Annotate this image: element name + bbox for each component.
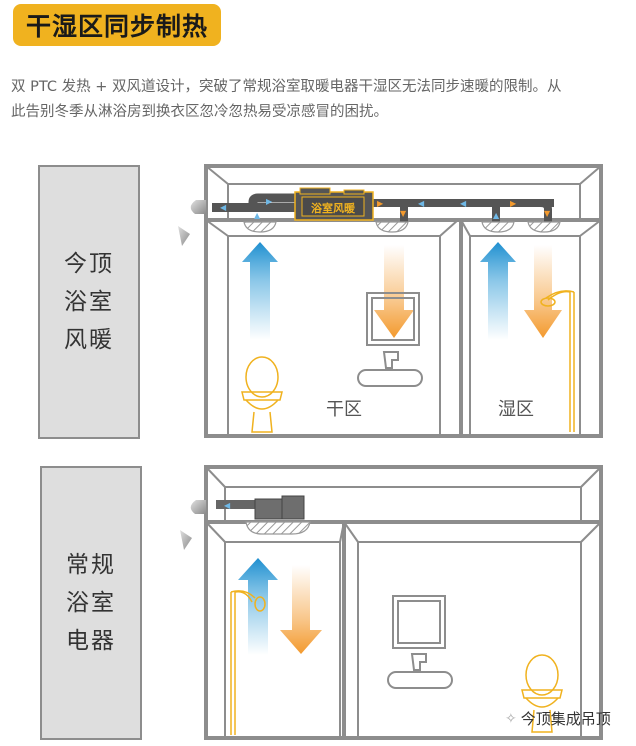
- cool-air-arrow: [242, 242, 516, 340]
- svg-text:▼: ▼: [400, 209, 407, 218]
- label-line: 今顶: [64, 251, 114, 277]
- label-jinding-heater: 今顶 浴室 风暖: [38, 165, 140, 439]
- svg-text:▶: ▶: [377, 199, 384, 208]
- label-line: 风暖: [64, 327, 114, 353]
- shower-icon: [230, 590, 266, 735]
- description-line-2: 此告别冬季从淋浴房到换衣区忽冷忽热易受凉感冒的困扰。: [11, 104, 388, 120]
- wet-zone-label: 湿区: [498, 399, 534, 420]
- toilet-icon: [521, 654, 563, 733]
- svg-text:▼: ▼: [544, 209, 551, 218]
- shower-icon: [540, 290, 575, 432]
- svg-text:◀: ◀: [460, 199, 467, 208]
- svg-text:▶: ▶: [510, 199, 517, 208]
- svg-text:▲: ▲: [254, 211, 261, 220]
- cool-air-arrow: [238, 558, 278, 655]
- ceiling-vents: [243, 221, 561, 233]
- duct-flow-arrows: ◀ ▶ ▲ ▶ ▼ ◀ ◀ ▶ ▲ ▼: [220, 197, 551, 220]
- warm-air-arrow: [280, 565, 322, 654]
- exhaust-vent-icon: [178, 200, 206, 246]
- heater-unit-label: 浴室风暖: [311, 201, 356, 215]
- label-line: 电器: [66, 628, 116, 654]
- svg-text:◀: ◀: [220, 203, 227, 212]
- description: 双 PTC 发热 + 双风道设计，突破了常规浴室取暖电器干湿区无法同步速暖的限制…: [11, 75, 636, 125]
- svg-text:▶: ▶: [266, 197, 273, 206]
- svg-text:◀: ◀: [224, 501, 231, 510]
- label-line: 浴室: [64, 289, 114, 315]
- section-title: 干湿区同步制热: [25, 12, 208, 41]
- air-duct: [212, 193, 554, 222]
- wechat-icon: ✧: [505, 710, 517, 727]
- label-conventional-appliance: 常规 浴室 电器: [40, 466, 142, 740]
- watermark: ✧ 今顶集成吊顶: [505, 708, 611, 729]
- conventional-heater-unit: ◀: [216, 495, 305, 520]
- dry-zone-label: 干区: [326, 399, 362, 420]
- mirror-sink-icon: [387, 595, 453, 689]
- ceiling-vent: [245, 521, 311, 535]
- description-line-1: 双 PTC 发热 + 双风道设计，突破了常规浴室取暖电器干湿区无法同步速暖的限制…: [11, 79, 562, 95]
- bathroom-heater-unit: [294, 187, 374, 221]
- label-line: 常规: [66, 552, 116, 578]
- watermark-text: 今顶集成吊顶: [520, 710, 611, 728]
- svg-text:▲: ▲: [493, 211, 500, 220]
- label-line: 浴室: [66, 590, 116, 616]
- mirror-sink-icon: [357, 292, 423, 387]
- svg-text:◀: ◀: [418, 199, 425, 208]
- exhaust-vent-icon: [180, 500, 206, 550]
- toilet-icon: [241, 356, 283, 433]
- warm-air-arrow: [374, 245, 562, 338]
- section-title-badge: 干湿区同步制热: [13, 4, 221, 46]
